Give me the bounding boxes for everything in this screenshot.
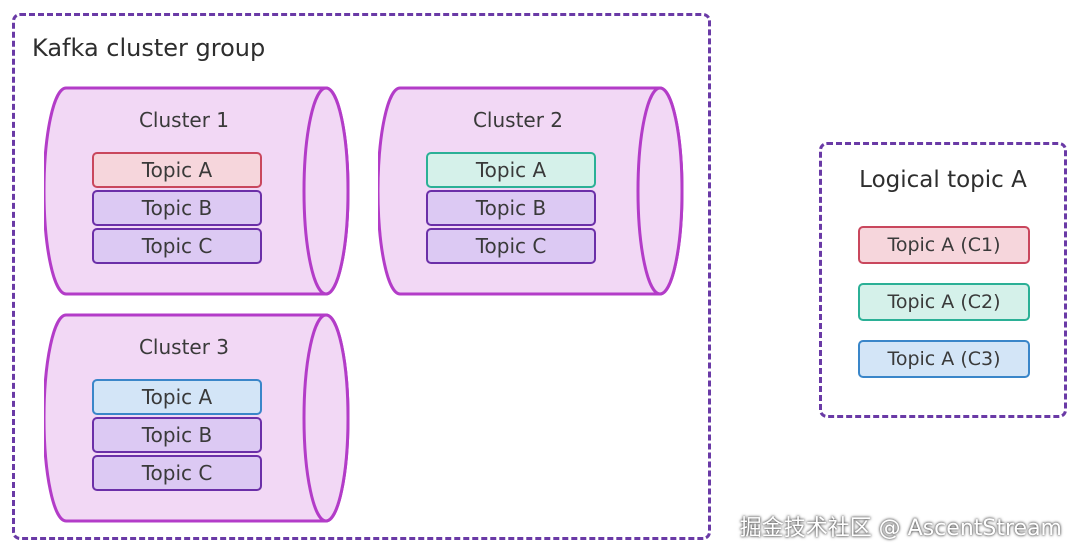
watermark: 掘金技术社区 @ AscentStream (739, 516, 1062, 541)
cluster-3-title: Cluster 3 (138, 335, 230, 359)
cluster-2-topic-c: Topic C (426, 228, 596, 264)
cluster-3-topic-b: Topic B (92, 417, 262, 453)
cluster-group-title: Kafka cluster group (32, 34, 266, 62)
cluster-1-title: Cluster 1 (138, 108, 230, 132)
logical-topic-title: Logical topic A (859, 167, 1027, 193)
cluster-1-cylinder: Cluster 1 Topic A Topic B Topic C (44, 86, 354, 298)
cluster-2-title: Cluster 2 (472, 108, 564, 132)
cluster-2-cylinder: Cluster 2 Topic A Topic B Topic C (378, 86, 688, 298)
cluster-3-topic-c: Topic C (92, 455, 262, 491)
logical-topic-c1: Topic A (C1) (858, 226, 1030, 264)
cluster-1-topic-c: Topic C (92, 228, 262, 264)
logical-topic-c3: Topic A (C3) (858, 340, 1030, 378)
cluster-1-topic-a: Topic A (92, 152, 262, 188)
cluster-1-topic-b: Topic B (92, 190, 262, 226)
cluster-group-frame (12, 13, 711, 540)
logical-topic-c2: Topic A (C2) (858, 283, 1030, 321)
cluster-3-cylinder: Cluster 3 Topic A Topic B Topic C (44, 313, 354, 525)
logical-topic-frame (819, 142, 1067, 418)
cluster-3-topic-a: Topic A (92, 379, 262, 415)
cluster-2-topic-b: Topic B (426, 190, 596, 226)
cluster-2-topic-a: Topic A (426, 152, 596, 188)
